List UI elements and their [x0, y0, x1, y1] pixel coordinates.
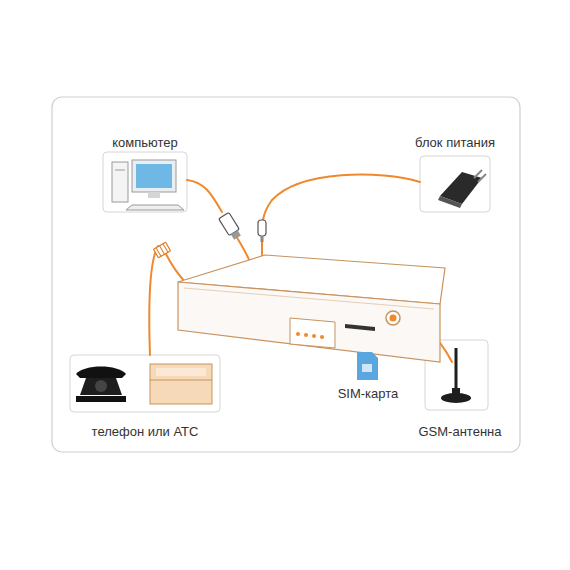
picture-node: SIM-карта: [325, 346, 411, 404]
picture-node: блок питания: [400, 133, 510, 215]
picture-node: компьютер: [95, 133, 195, 215]
picture-label: телефон или АТС: [60, 424, 230, 440]
picture-label: GSM-антенна: [405, 424, 515, 440]
picture-label: блок питания: [400, 135, 510, 151]
picture-label: компьютер: [95, 135, 195, 151]
picture-node: телефон или АТС: [60, 350, 230, 442]
picture-node: GSM-антенна: [405, 335, 515, 442]
picture-label: SIM-карта: [325, 386, 411, 402]
